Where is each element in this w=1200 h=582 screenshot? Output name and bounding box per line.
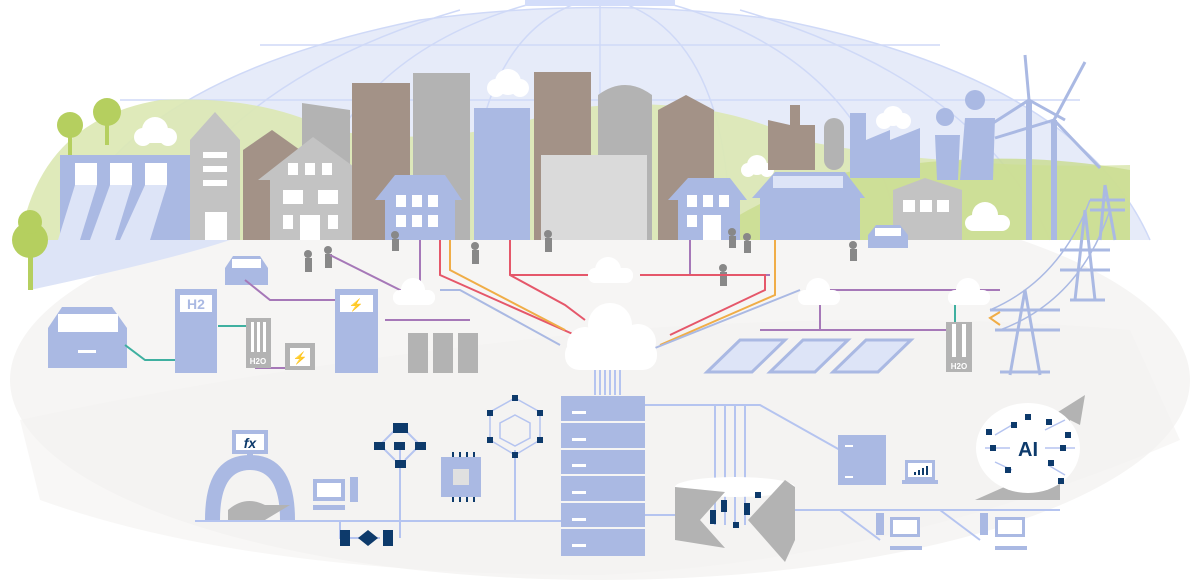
cloud-icon	[741, 155, 774, 177]
clouds	[134, 69, 911, 177]
buildings	[190, 72, 995, 240]
decision-flow	[340, 530, 393, 546]
electric-car	[48, 307, 127, 368]
car-icon	[225, 256, 268, 285]
electrolyzer: H2O	[246, 318, 271, 368]
network-cube	[487, 395, 543, 458]
car-icon	[868, 225, 908, 248]
cloud-icon	[393, 278, 435, 305]
hydrogen-pump: H2	[175, 289, 217, 373]
cpu-chip	[441, 452, 481, 502]
cloud-icon	[565, 303, 657, 370]
battery-icon: ⚡	[285, 343, 315, 370]
cloud-icon	[798, 278, 840, 305]
client-computer	[876, 513, 922, 550]
cloud-icon	[134, 117, 177, 146]
fx-label: fx	[244, 435, 258, 451]
hydro-dam	[30, 155, 230, 290]
cloud-icon	[965, 202, 1010, 231]
fx-dome: fx	[205, 430, 295, 520]
cloud-icon	[948, 278, 990, 305]
cars	[48, 225, 908, 368]
ai-brain: AI	[975, 395, 1085, 500]
database-cylinder	[675, 477, 795, 562]
wind-turbines	[989, 54, 1102, 240]
pedestrians	[304, 228, 857, 286]
electrolyzer-right: H2O	[946, 322, 972, 372]
solar-panels	[703, 338, 915, 374]
flowchart	[374, 423, 426, 468]
cloud-icon	[588, 257, 633, 283]
trees	[12, 98, 121, 290]
charging-pump: ⚡	[335, 289, 378, 373]
network-clouds	[393, 202, 1010, 370]
h2-label: H2	[187, 296, 205, 312]
svg-text:⚡: ⚡	[349, 298, 364, 312]
laptop-chart	[902, 460, 938, 484]
server-small	[838, 435, 886, 485]
energy-infrastructure: H2 H2O ⚡ ⚡ H2O	[175, 289, 972, 374]
energy-lines	[124, 240, 1001, 369]
workstation	[313, 477, 358, 510]
data-layer: fx	[205, 395, 1085, 562]
battery-storage	[408, 333, 478, 373]
svg-text:⚡: ⚡	[293, 351, 308, 365]
h2o-label: H2O	[250, 357, 266, 366]
cloud-icon	[487, 69, 529, 97]
power-pylons	[989, 184, 1125, 376]
svg-text:H2O: H2O	[951, 362, 967, 371]
server-rack	[561, 396, 645, 556]
ai-label: AI	[1018, 439, 1038, 461]
cloud-icon	[876, 106, 911, 129]
data-network-lines	[195, 370, 1060, 541]
client-computer	[980, 513, 1027, 550]
